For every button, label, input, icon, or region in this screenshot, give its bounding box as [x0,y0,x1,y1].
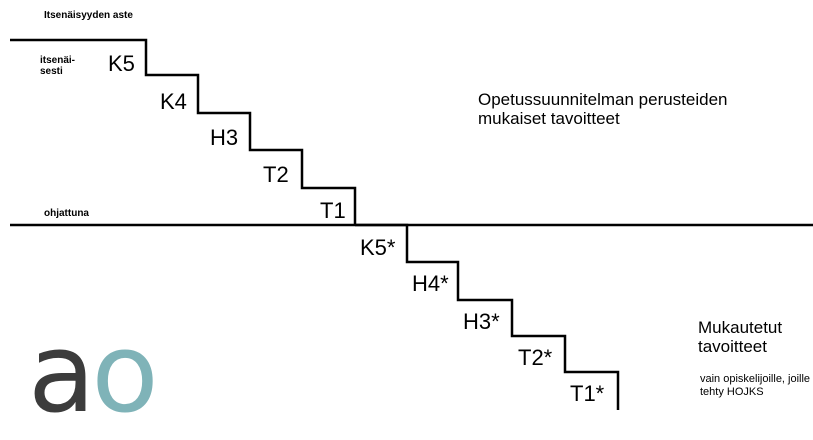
guided-label: ohjattuna [44,208,89,219]
lower-goals-heading: Mukautetut tavoitteet [698,318,783,356]
step-label-t1: T1 [320,198,346,223]
step-label-h3-star: H3* [463,309,500,334]
upper-staircase [10,38,357,225]
upper-goals-heading: Opetussuunnitelman perusteiden mukaiset … [478,90,728,128]
independent-label: itsenäi- sesti [40,55,76,77]
step-label-k5: K5 [108,51,135,76]
step-label-t2-star: T2* [518,345,553,370]
ao-logo: ao [28,318,159,428]
step-label-t1-star: T1* [570,381,605,406]
step-label-t2: T2 [263,162,289,187]
hojks-note: vain opiskelijoille, joille tehty HOJKS [700,373,811,398]
logo-letter-o: o [91,309,158,437]
lower-staircase [355,223,620,410]
step-label-k5-star: K5* [360,235,396,260]
step-label-h4-star: H4* [412,271,449,296]
scale-title: Itsenäisyyden aste [44,10,133,21]
step-label-k4: K4 [160,89,187,114]
logo-letter-a: a [28,309,95,437]
step-label-h3: H3 [210,125,239,150]
